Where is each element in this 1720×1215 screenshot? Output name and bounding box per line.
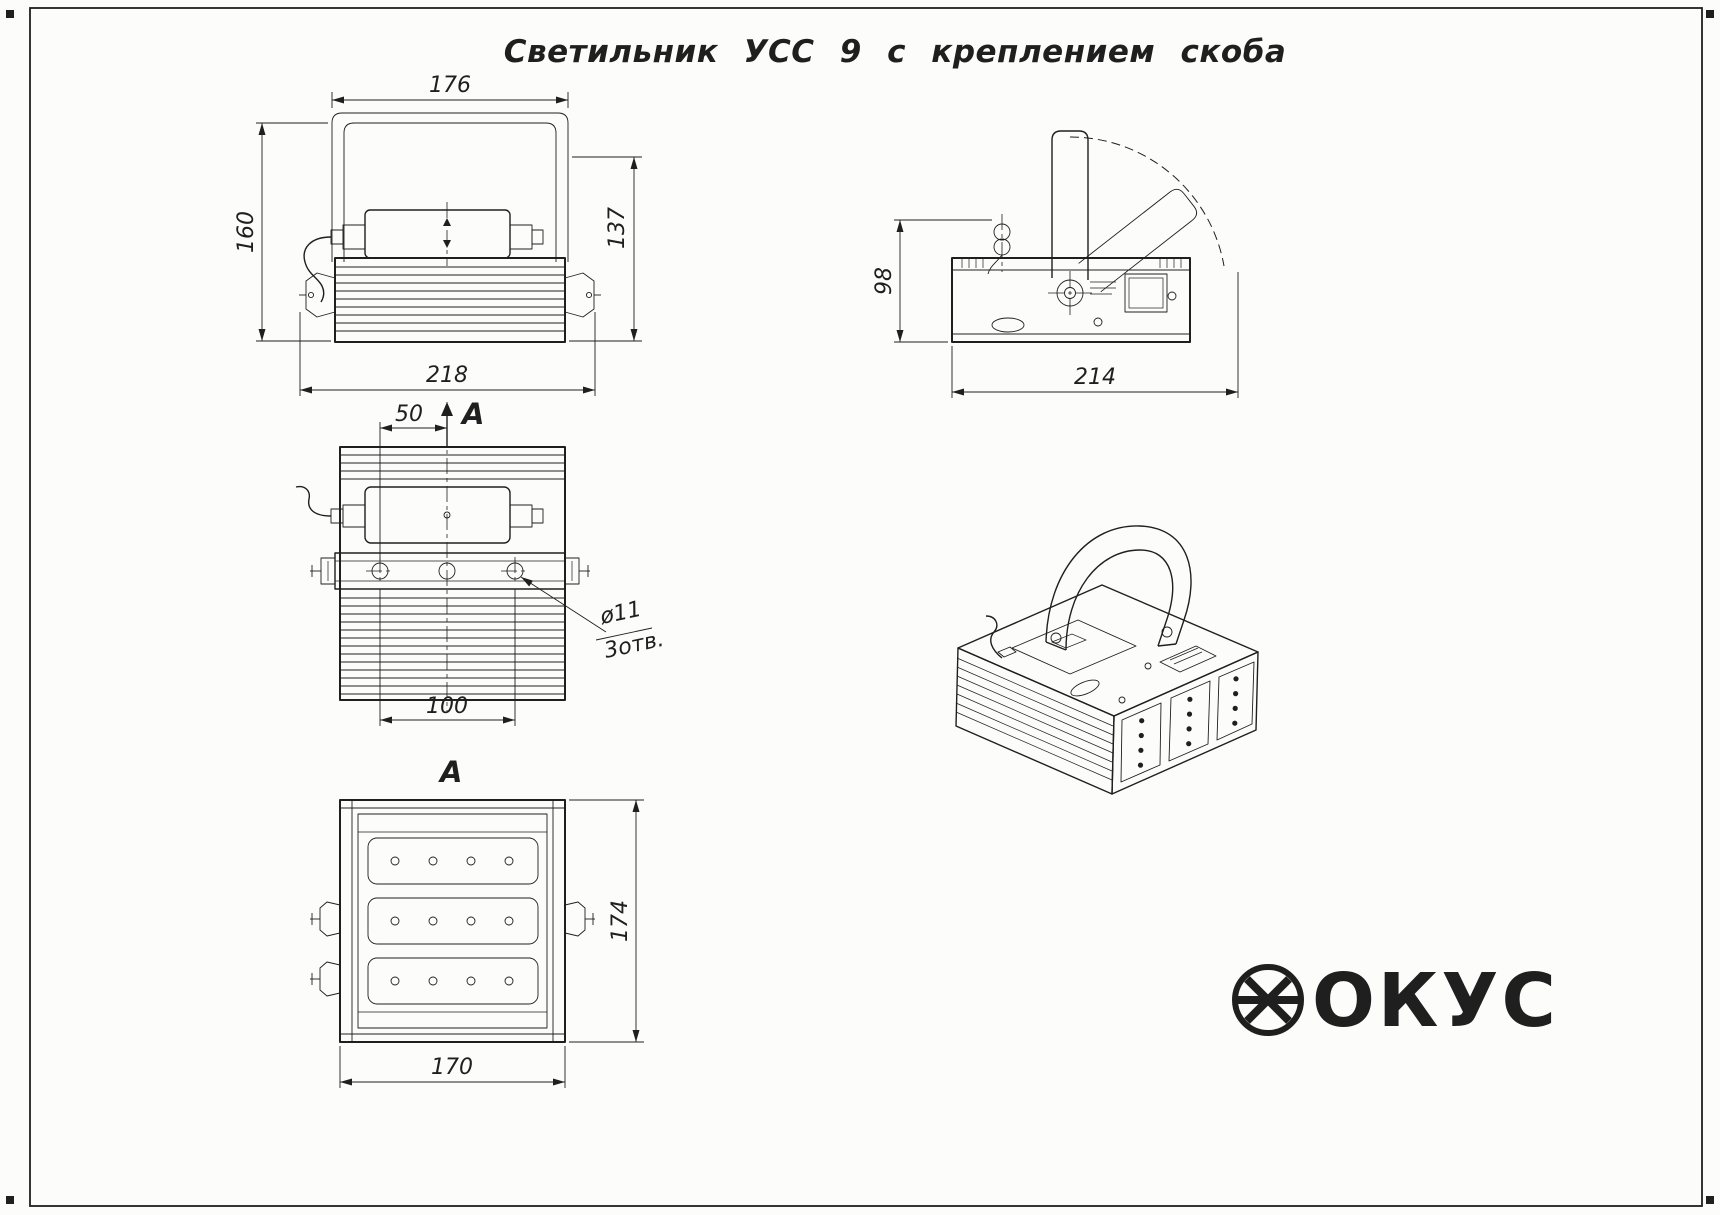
- bracket-arm-swung: [1078, 188, 1198, 293]
- dimension-label: 218: [426, 363, 468, 388]
- iso-driver: [1011, 619, 1137, 675]
- brand-logo: ОКУС: [1232, 958, 1559, 1044]
- section-view-a: A: [310, 755, 644, 1088]
- corner-mark: [6, 1196, 14, 1204]
- driver-box: [364, 209, 511, 259]
- section-ears: [310, 901, 595, 997]
- hole-count-label: 3отв.: [602, 627, 666, 664]
- fokus-wheel-icon: [1232, 964, 1304, 1036]
- dimension-label: 170: [431, 1055, 473, 1080]
- side-body: [951, 257, 1191, 343]
- top-view: A 50 100 ø11 3отв.: [295, 397, 666, 726]
- brand-oval: [991, 317, 1025, 333]
- section-arrow: A: [441, 397, 484, 447]
- iso-led-modules: [1120, 661, 1255, 783]
- front-view: 176 160 137 218: [234, 73, 642, 396]
- dimension-98: 98: [872, 219, 992, 343]
- strap-bolts: [366, 557, 529, 585]
- dimension-214: 214: [951, 272, 1239, 398]
- iso-fins: [955, 657, 1114, 781]
- iso-brand-oval: [1070, 679, 1100, 697]
- cable-gland-end: [987, 214, 1011, 275]
- led-panel-body: [339, 799, 566, 1043]
- dimension-100: 100: [379, 589, 516, 726]
- dimension-176: 176: [331, 73, 569, 108]
- heatsink-body: [334, 257, 566, 343]
- iso-bracket: [1045, 525, 1192, 651]
- corner-mark: [1706, 1196, 1714, 1204]
- dimension-170: 170: [339, 1046, 566, 1088]
- top-fins-lower: [341, 597, 564, 695]
- section-view-label: A: [438, 755, 462, 789]
- dimension-label: 100: [426, 694, 468, 719]
- dimension-174: 174: [569, 799, 644, 1043]
- swing-arc: [1069, 136, 1225, 267]
- hole-diameter-label: ø11: [597, 597, 644, 630]
- power-cable: [303, 236, 332, 303]
- dimension-label: 160: [234, 211, 259, 253]
- dimension-label: 50: [395, 402, 423, 427]
- dimension-137: 137: [569, 156, 642, 342]
- dimension-50: 50: [379, 402, 447, 560]
- sheet-frame: [6, 7, 1714, 1207]
- rating-label: [1124, 273, 1168, 313]
- dimension-218: 218: [299, 312, 596, 396]
- section-arrow-label: A: [460, 397, 484, 431]
- side-view: 98 214: [872, 130, 1239, 398]
- dimension-label: 137: [605, 207, 630, 249]
- hole-callout: ø11 3отв.: [520, 576, 666, 664]
- top-fins-upper: [341, 454, 564, 480]
- iso-led-holes: [1137, 676, 1239, 768]
- driver-box-top: [364, 486, 511, 544]
- pivot-bolt: [1048, 271, 1092, 315]
- mounting-ear-left: [299, 272, 336, 318]
- iso-led-face: [1111, 651, 1259, 795]
- brand-logo-text: ОКУС: [1312, 958, 1559, 1044]
- led-modules: [367, 837, 539, 1005]
- corner-mark: [6, 10, 14, 18]
- iso-label: [1159, 645, 1217, 673]
- heatsink-fins: [336, 266, 564, 332]
- iso-cable: [985, 615, 1003, 659]
- drawing-title: Светильник УСС 9 с креплением скоба: [504, 34, 1287, 70]
- dimension-label: 214: [1074, 365, 1116, 390]
- mounting-ear-right: [564, 272, 601, 318]
- iso-fin-face: [955, 647, 1115, 795]
- corner-mark: [1706, 10, 1714, 18]
- bracket-arm-upright: [1051, 130, 1089, 280]
- dimension-label: 176: [429, 73, 471, 98]
- power-cable-top: [295, 485, 332, 517]
- mounting-strap: [310, 552, 590, 590]
- dimension-label: 174: [608, 900, 633, 942]
- dimension-160: 160: [234, 122, 331, 342]
- label-text-lines: [1090, 281, 1116, 295]
- isometric-view: [955, 525, 1259, 795]
- dimension-label: 98: [872, 267, 897, 295]
